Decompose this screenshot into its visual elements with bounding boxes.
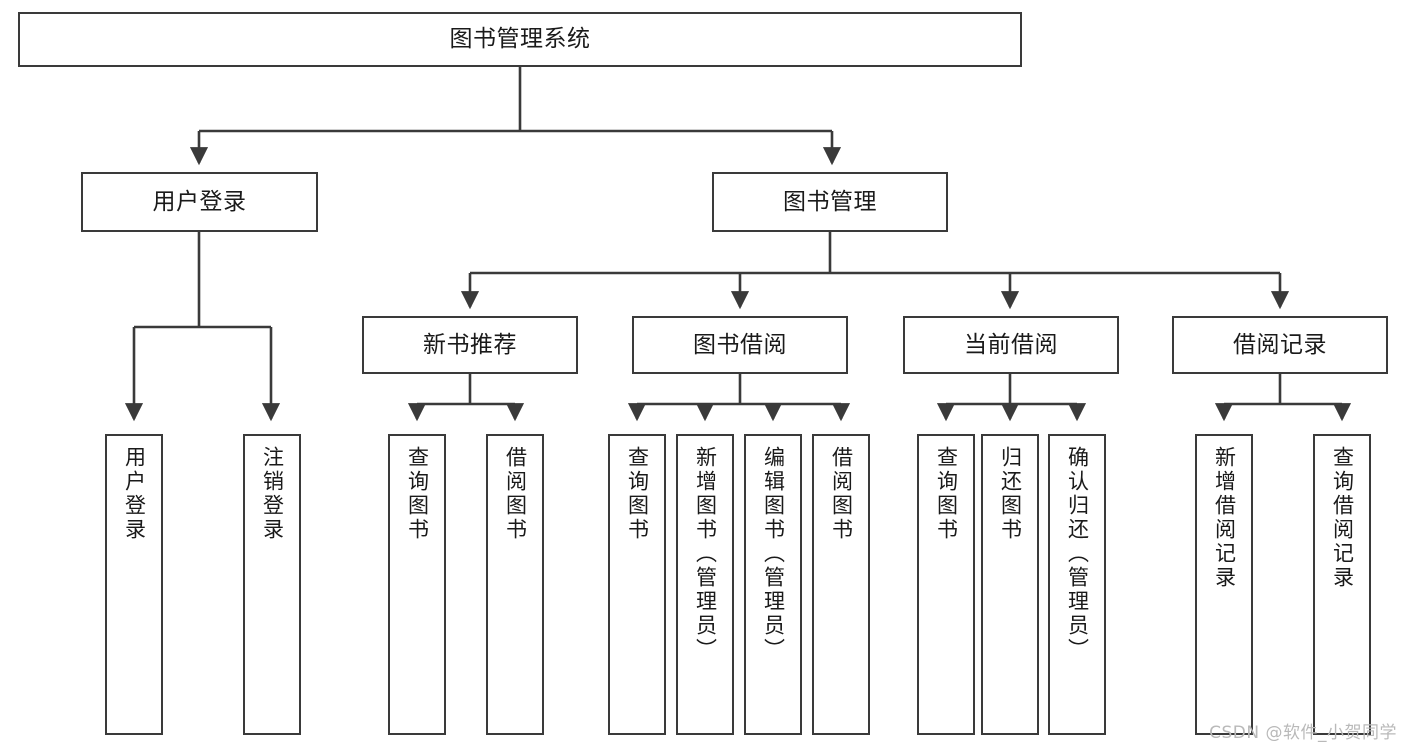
node-label: 借阅图书 xyxy=(829,446,854,542)
node-book-management[interactable]: 图书管理 xyxy=(712,172,948,232)
node-root-system[interactable]: 图书管理系统 xyxy=(18,12,1022,67)
leaf-new-book-borrow[interactable]: 借阅图书 xyxy=(486,434,544,735)
leaf-borrow-record-add[interactable]: 新增借阅记录 xyxy=(1195,434,1253,735)
node-label: 新增图书（管理员） xyxy=(693,446,718,662)
node-label: 确认归还（管理员） xyxy=(1065,446,1090,662)
node-label: 查询借阅记录 xyxy=(1330,446,1355,590)
node-label: 用户登录 xyxy=(122,446,147,542)
node-label: 当前借阅 xyxy=(964,331,1058,358)
node-label: 图书管理 xyxy=(783,188,877,215)
leaf-current-borrow-return[interactable]: 归还图书 xyxy=(981,434,1039,735)
node-label: 图书管理系统 xyxy=(449,26,591,53)
leaf-user-login-signout[interactable]: 注销登录 xyxy=(243,434,301,735)
node-current-borrow[interactable]: 当前借阅 xyxy=(903,316,1119,374)
node-label: 用户登录 xyxy=(152,188,247,215)
node-label: 借阅图书 xyxy=(503,446,528,542)
leaf-book-borrow-query[interactable]: 查询图书 xyxy=(608,434,666,735)
node-label: 查询图书 xyxy=(405,446,430,542)
leaf-book-borrow-borrow[interactable]: 借阅图书 xyxy=(812,434,870,735)
node-label: 新增借阅记录 xyxy=(1212,446,1237,590)
leaf-user-login-signin[interactable]: 用户登录 xyxy=(105,434,163,735)
leaf-borrow-record-query[interactable]: 查询借阅记录 xyxy=(1313,434,1371,735)
node-label: 编辑图书（管理员） xyxy=(761,446,786,662)
leaf-current-borrow-query[interactable]: 查询图书 xyxy=(917,434,975,735)
node-label: 归还图书 xyxy=(998,446,1023,542)
node-label: 新书推荐 xyxy=(423,331,517,358)
node-label: 注销登录 xyxy=(260,446,285,542)
node-label: 借阅记录 xyxy=(1233,331,1327,358)
leaf-current-borrow-confirm-return[interactable]: 确认归还（管理员） xyxy=(1048,434,1106,735)
leaf-book-borrow-edit[interactable]: 编辑图书（管理员） xyxy=(744,434,802,735)
node-user-login[interactable]: 用户登录 xyxy=(81,172,318,232)
node-book-borrow[interactable]: 图书借阅 xyxy=(632,316,848,374)
leaf-new-book-query[interactable]: 查询图书 xyxy=(388,434,446,735)
node-borrow-record[interactable]: 借阅记录 xyxy=(1172,316,1388,374)
node-label: 查询图书 xyxy=(934,446,959,542)
node-new-book-recommend[interactable]: 新书推荐 xyxy=(362,316,578,374)
leaf-book-borrow-add[interactable]: 新增图书（管理员） xyxy=(676,434,734,735)
watermark: CSDN @软件_小贺同学 xyxy=(1209,723,1397,743)
node-label: 图书借阅 xyxy=(693,331,787,358)
node-label: 查询图书 xyxy=(625,446,650,542)
